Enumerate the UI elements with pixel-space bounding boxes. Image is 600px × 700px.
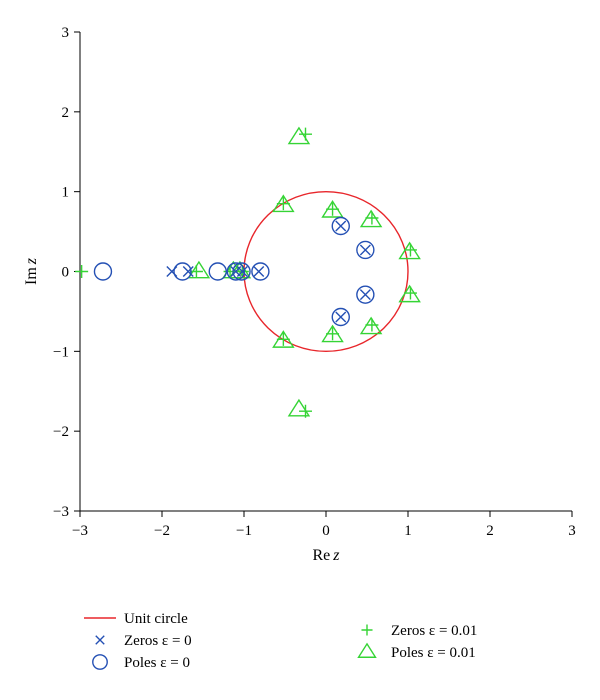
x-tick-label: 0: [322, 523, 330, 539]
pole-marker-eps0: [93, 262, 113, 281]
pole-marker-eps0: [92, 654, 108, 670]
y-tick-label: 0: [62, 265, 70, 281]
axes-frame: [74, 31, 573, 517]
zero-marker-eps001: [361, 624, 373, 636]
zero-marker-eps0: [182, 266, 194, 277]
x-tick-label: −3: [72, 523, 88, 539]
pole-marker-eps001: [321, 324, 344, 343]
legend-label: Unit circle: [124, 611, 188, 627]
pole-marker-eps0: [356, 285, 375, 304]
x-tick-label: 1: [404, 523, 412, 539]
legend-label: Zeros ε = 0: [124, 633, 192, 649]
pole-marker-eps001: [187, 260, 211, 279]
pole-marker-eps0: [331, 216, 350, 236]
y-tick-label: 1: [62, 185, 70, 201]
x-axis-label-var: z: [332, 547, 340, 564]
pole-marker-eps001: [359, 209, 383, 228]
y-axis-label-var: z: [23, 257, 40, 265]
y-tick-label: −3: [53, 504, 69, 520]
pole-marker-eps001: [272, 330, 295, 348]
pole-marker-eps001: [398, 284, 421, 303]
y-axis-label-main: Im: [23, 267, 40, 285]
pole-marker-eps0: [208, 262, 227, 281]
zero-marker-eps0: [335, 311, 347, 323]
x-tick-label: −1: [236, 523, 252, 539]
y-tick-label: 2: [62, 105, 70, 121]
x-tick-label: −2: [154, 523, 170, 539]
pole-marker-eps0: [356, 240, 375, 260]
plot-marks: [75, 126, 421, 418]
pole-marker-eps0: [251, 262, 270, 281]
pole-marker-eps001: [321, 200, 344, 218]
x-axis-label-main: Re: [312, 547, 330, 564]
pole-marker-eps001: [359, 316, 383, 335]
legend-label: Poles ε = 0.01: [391, 645, 476, 661]
legend-label: Poles ε = 0: [124, 655, 190, 671]
zero-marker-eps001: [75, 265, 89, 278]
pole-marker-eps0: [173, 262, 192, 281]
zero-marker-eps0: [335, 220, 347, 232]
zero-marker-eps0: [95, 635, 105, 645]
legend-label: Zeros ε = 0.01: [391, 623, 477, 639]
pole-marker-eps001: [287, 126, 311, 145]
y-tick-label: −1: [53, 344, 69, 360]
zero-marker-eps0: [236, 266, 248, 277]
zero-marker-eps0: [359, 289, 371, 301]
tick-labels: −3 −2 −1 0 1 2 3 −3 −2 −1 0 1 2 3: [53, 25, 576, 539]
pole-marker-eps0: [331, 307, 350, 327]
y-axis-label: Im z: [23, 257, 40, 285]
pole-marker-eps001: [272, 194, 295, 213]
pole-marker-eps0: [232, 262, 251, 281]
pole-marker-eps001: [357, 642, 377, 658]
pole-marker-eps0: [226, 262, 246, 281]
x-tick-label: 2: [486, 523, 494, 539]
pole-marker-eps001: [398, 241, 421, 260]
y-tick-label: 3: [62, 25, 70, 41]
zero-marker-eps0: [253, 266, 265, 277]
y-tick-label: −2: [53, 424, 69, 440]
zero-marker-eps0: [359, 244, 371, 256]
x-tick-label: 3: [568, 523, 576, 539]
pole-marker-eps001: [287, 398, 311, 417]
